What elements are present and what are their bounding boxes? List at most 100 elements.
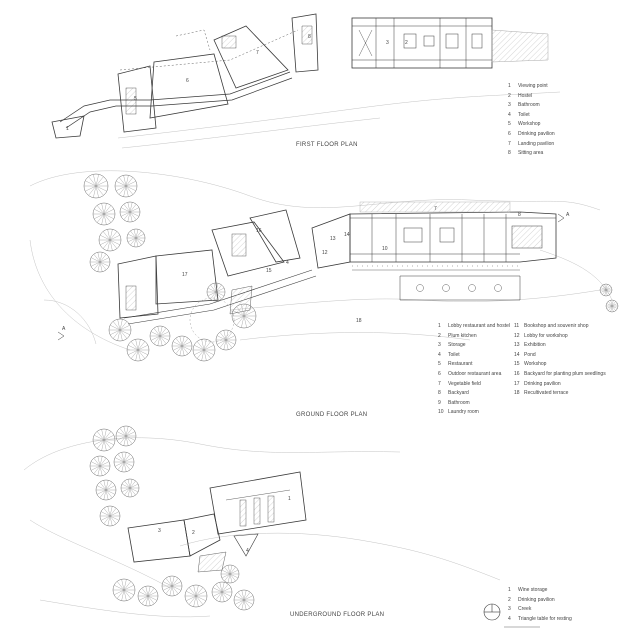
tree-icon bbox=[112, 578, 136, 602]
tree-icon bbox=[115, 425, 137, 447]
legend-label: Backyard for planting plum seedlings bbox=[524, 370, 606, 377]
first-floor-pavilion-5 bbox=[117, 65, 157, 133]
legend-number: 4 bbox=[438, 351, 441, 358]
legend-label: Bookshop and souvenir shop bbox=[524, 323, 589, 329]
underground-terrain bbox=[23, 437, 501, 618]
legend-label: Pond bbox=[524, 351, 536, 358]
triangle-table bbox=[233, 533, 259, 557]
legend-item: 5 Restaurant bbox=[438, 360, 514, 370]
legend-number: 4 bbox=[508, 615, 511, 622]
room-tag: 8 bbox=[308, 34, 311, 40]
legend-item: 7 Landing pavilion bbox=[508, 140, 555, 150]
tree-icon bbox=[119, 201, 141, 223]
underground-floor-plan-title: UNDERGROUND FLOOR PLAN bbox=[290, 612, 385, 618]
tree-icon bbox=[126, 338, 150, 362]
tree-icon bbox=[149, 325, 171, 347]
legend-label: Recultivated terrace bbox=[524, 390, 569, 397]
legend-number: 9 bbox=[438, 399, 441, 406]
tree-icon bbox=[89, 251, 111, 273]
legend-label: Laundry room bbox=[448, 409, 479, 416]
legend-label: Lobby restaurant and hostel bbox=[448, 323, 510, 329]
legend-label: Workshop bbox=[524, 361, 547, 368]
tree-icon bbox=[206, 282, 226, 302]
legend-number: 8 bbox=[438, 390, 441, 397]
underground-drinking-pavilion bbox=[127, 519, 191, 563]
legend-number: 1 bbox=[508, 83, 511, 89]
legend-item: 1 Viewing point bbox=[508, 82, 555, 92]
legend-label: Wine storage bbox=[518, 587, 548, 593]
pond bbox=[189, 297, 235, 343]
legend-label: Viewing point bbox=[518, 83, 548, 89]
legend-number: 8 bbox=[508, 150, 511, 157]
room-tag: 12 bbox=[322, 250, 328, 256]
tree-icon bbox=[605, 299, 619, 313]
ground-floor-room-tags: 16 17 15 13 12 14 10 7 8 18 4 bbox=[182, 206, 521, 324]
underground-room-tags: 1 2 3 4 bbox=[158, 496, 291, 554]
legend-number: 5 bbox=[438, 361, 441, 368]
legend-item: 12 Lobby for workshop bbox=[514, 332, 624, 342]
legend-number: 3 bbox=[438, 342, 441, 349]
first-floor-terrain bbox=[117, 91, 561, 149]
legend-item: 6 Outdoor restaurant area bbox=[438, 370, 514, 380]
ground-pavilion-5 bbox=[117, 255, 159, 319]
ground-pavilion-15 bbox=[211, 221, 285, 277]
legend-label: Storage bbox=[448, 342, 466, 349]
section-mark-right: A bbox=[566, 212, 570, 218]
tree-icon bbox=[220, 564, 240, 584]
first-floor-plan-title: FIRST FLOOR PLAN bbox=[296, 142, 358, 148]
legend-number: 2 bbox=[508, 92, 511, 99]
legend-label: Exhibition bbox=[524, 342, 546, 349]
legend-item: 1 Lobby restaurant and hostel bbox=[438, 322, 514, 332]
legend-label: Outdoor restaurant area bbox=[448, 370, 502, 377]
legend-label: Drinking pavilion bbox=[524, 380, 561, 387]
section-mark-left: A bbox=[62, 326, 66, 332]
legend-item: 8 Backyard bbox=[438, 389, 514, 399]
legend-label: Lobby for workshop bbox=[524, 332, 568, 339]
legend-number: 1 bbox=[508, 587, 511, 593]
first-floor-plan bbox=[51, 13, 549, 139]
legend-label: Restaurant bbox=[448, 361, 473, 368]
tree-icon bbox=[126, 228, 146, 248]
tree-icon bbox=[114, 174, 138, 198]
legend-number: 6 bbox=[438, 370, 441, 377]
room-tag: 15 bbox=[266, 268, 272, 274]
room-tag: 10 bbox=[382, 246, 388, 252]
room-tag: 16 bbox=[256, 228, 262, 234]
legend-item: 3 Storage bbox=[438, 341, 514, 351]
legend-number: 7 bbox=[508, 140, 511, 147]
tree-icon bbox=[231, 303, 257, 329]
room-tag: 1 bbox=[66, 126, 69, 132]
tree-icon bbox=[95, 479, 117, 501]
room-tag: 2 bbox=[405, 40, 408, 46]
tree-icon bbox=[137, 585, 159, 607]
legend-number: 12 bbox=[514, 332, 520, 339]
legend-number: 7 bbox=[438, 380, 441, 387]
legend-label: Toilet bbox=[518, 111, 530, 118]
tree-icon bbox=[89, 455, 111, 477]
legend-number: 4 bbox=[508, 111, 511, 118]
tree-icon bbox=[171, 335, 193, 357]
tree-icon bbox=[92, 428, 116, 452]
legend-label: Backyard bbox=[448, 390, 469, 397]
room-tag: 4 bbox=[286, 260, 289, 266]
legend-label: Landing pavilion bbox=[518, 140, 555, 147]
legend-label: Hostel bbox=[518, 92, 533, 99]
room-tag: 3 bbox=[158, 528, 161, 534]
ground-pavilion-16 bbox=[249, 209, 301, 263]
room-tag: 2 bbox=[192, 530, 195, 536]
legend-number: 1 bbox=[438, 323, 441, 329]
legend-label: Sitting area bbox=[518, 150, 544, 157]
legend-number: 3 bbox=[508, 102, 511, 109]
tree-icon bbox=[161, 575, 183, 597]
